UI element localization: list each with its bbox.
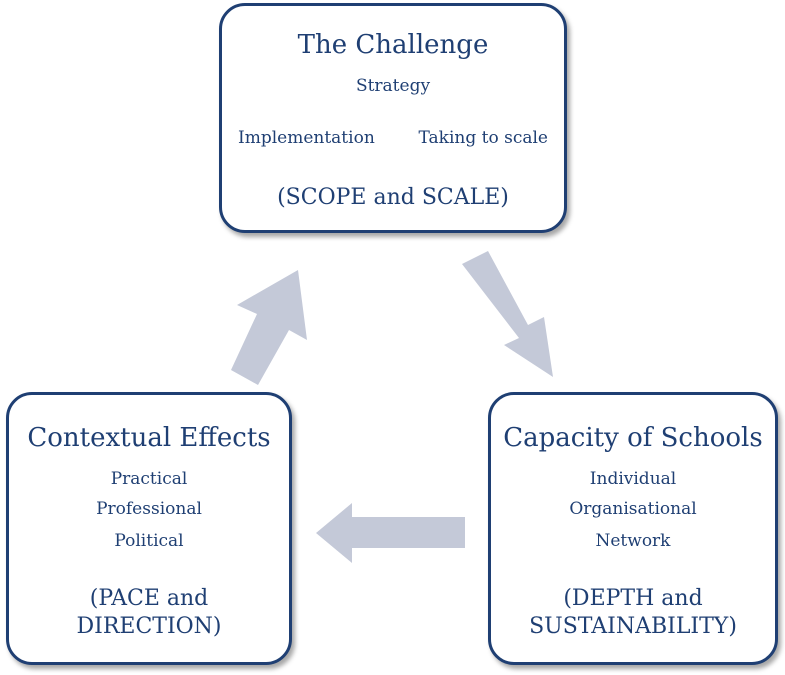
capacity-item-individual: Individual (589, 469, 677, 489)
capacity-title: Capacity of Schools (503, 423, 763, 453)
challenge-item-taking-to-scale: Taking to scale (418, 128, 548, 148)
challenge-tag: (SCOPE and SCALE) (277, 185, 509, 210)
contextual-tag-line2: DIRECTION) (76, 614, 222, 639)
capacity-tag-line1: (DEPTH and (563, 586, 703, 611)
contextual-effects-title: Contextual Effects (27, 423, 271, 453)
challenge-box: The Challenge Strategy Implementation Ta… (219, 3, 567, 233)
challenge-item-strategy: Strategy (355, 76, 431, 96)
contextual-item-professional: Professional (96, 499, 202, 519)
contextual-effects-box: Contextual Effects Practical Professiona… (6, 392, 292, 665)
capacity-tag-line2: SUSTAINABILITY) (529, 614, 737, 639)
contextual-item-political: Political (114, 531, 184, 551)
contextual-tag-line1: (PACE and (89, 586, 209, 611)
capacity-item-organisational: Organisational (569, 499, 697, 519)
challenge-title: The Challenge (297, 30, 489, 60)
arrow-to-challenge (231, 270, 307, 385)
arrow-to-capacity (462, 251, 553, 377)
contextual-item-practical: Practical (110, 469, 188, 489)
capacity-item-network: Network (595, 531, 671, 551)
capacity-box: Capacity of Schools Individual Organisat… (488, 392, 778, 665)
challenge-item-implementation: Implementation (238, 128, 375, 148)
arrow-to-contextual (316, 503, 465, 563)
